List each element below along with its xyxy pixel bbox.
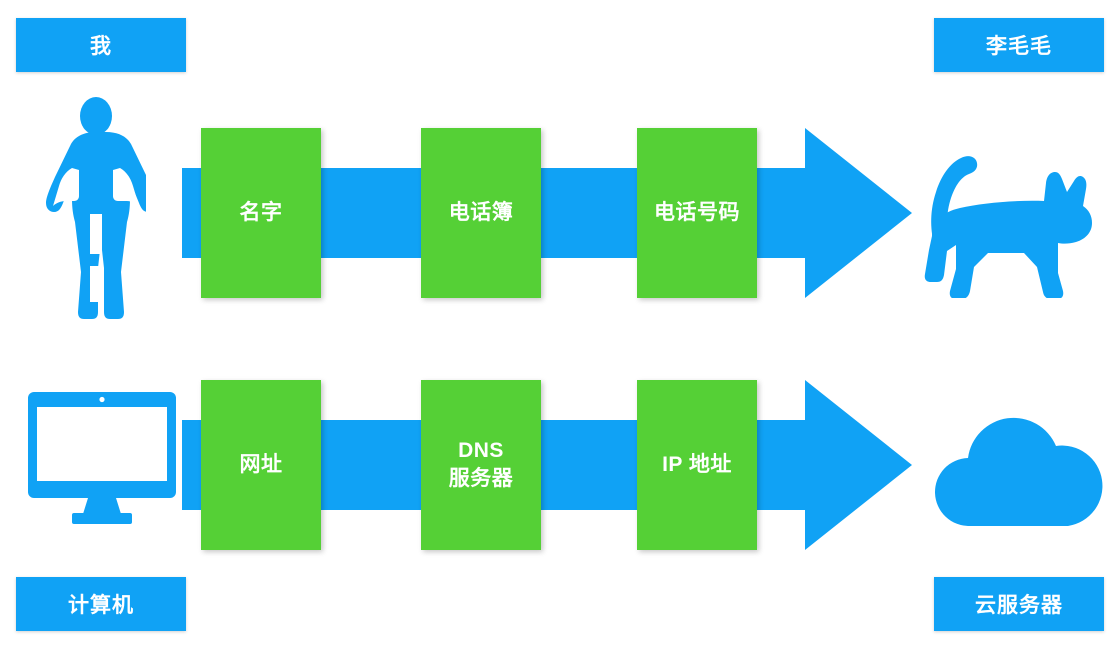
step-box-dns-server-line1: DNS [458,438,504,462]
monitor-icon [22,392,182,524]
label-chip-me: 我 [16,18,186,72]
step-box-phone-number-text: 电话号码 [654,200,740,224]
step-box-ip-address-text: IP 地址 [662,452,732,476]
step-box-dns-server-line2: 服务器 [448,467,514,490]
cat-icon [912,128,1102,298]
step-box-dns-server: DNS 服务器 [421,380,541,550]
step-box-phonebook: 电话簿 [421,128,541,298]
step-box-phonebook-text: 电话簿 [448,200,514,224]
step-box-url: 网址 [201,380,321,550]
label-chip-friend-text: 李毛毛 [986,35,1052,58]
step-box-dns-server-text: DNS 服务器 [449,437,514,494]
label-chip-computer-text: 计算机 [68,594,134,617]
person-icon [46,96,146,321]
step-box-name-text: 名字 [239,200,283,224]
cloud-icon [912,404,1104,526]
label-chip-computer: 计算机 [16,577,186,631]
step-box-name: 名字 [201,128,321,298]
label-chip-cloud-server: 云服务器 [934,577,1104,631]
label-chip-friend: 李毛毛 [934,18,1104,72]
label-chip-cloud-server-text: 云服务器 [975,594,1063,617]
step-box-ip-address: IP 地址 [637,380,757,550]
label-chip-me-text: 我 [90,35,112,58]
step-box-phone-number: 电话号码 [637,128,757,298]
step-box-url-text: 网址 [239,452,283,476]
